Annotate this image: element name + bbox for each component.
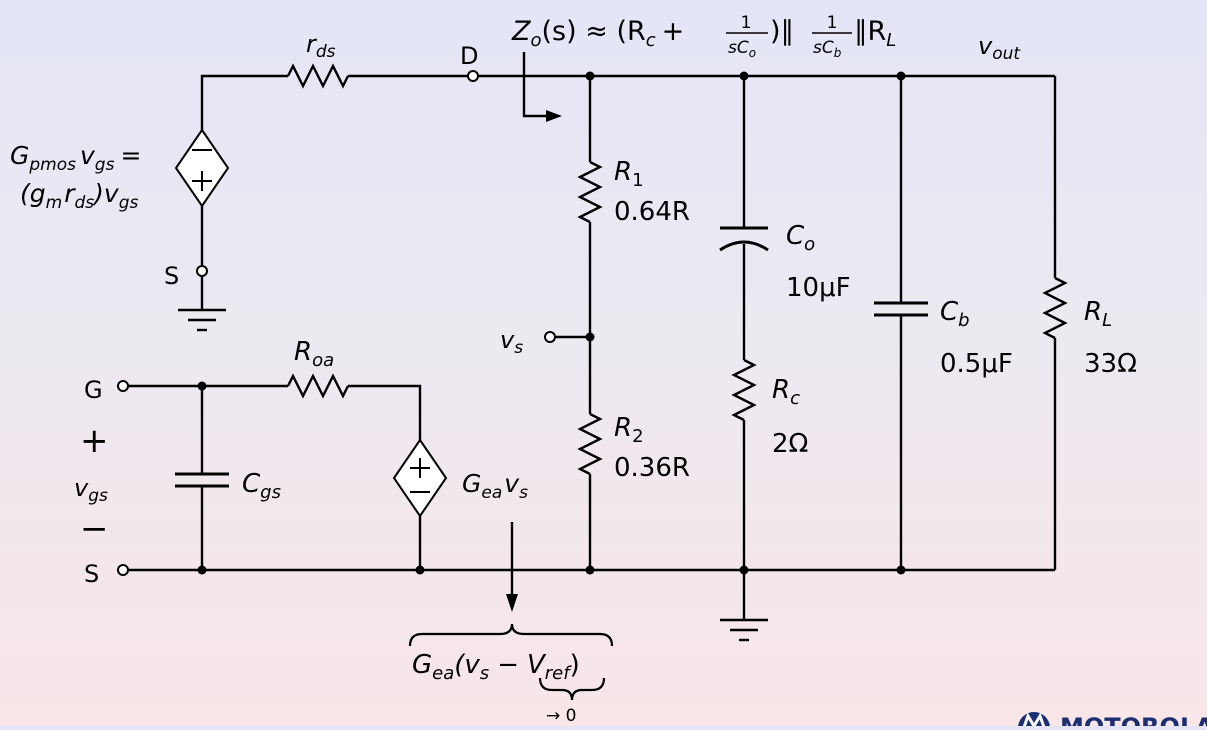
svg-text:1: 1 <box>827 13 838 33</box>
ea-dependent-source <box>392 438 448 518</box>
svg-text:∥RL: ∥RL <box>854 16 896 51</box>
rds-label: rds <box>306 30 336 62</box>
r2-resistor <box>577 412 603 476</box>
cgs-label: Cgs <box>242 469 281 503</box>
source-terminal-bottom <box>117 564 129 576</box>
wires <box>128 74 1057 620</box>
ground-symbol <box>720 618 768 642</box>
vs-terminal <box>544 331 556 343</box>
svg-text:)∥: )∥ <box>770 16 794 47</box>
co-label: Co <box>786 221 815 255</box>
rl-value: 33Ω <box>1084 349 1137 379</box>
gate-terminal <box>117 380 129 392</box>
rl-resistor <box>1042 276 1068 340</box>
cgs-capacitor <box>175 472 229 488</box>
limit-label: → 0 <box>546 706 576 726</box>
rc-resistor <box>731 358 757 422</box>
rc-value: 2Ω <box>772 429 808 459</box>
vgs-plus: + <box>80 421 109 461</box>
r1-label: R1 <box>614 157 644 191</box>
r2-label: R2 <box>614 413 644 447</box>
underbrace <box>538 677 606 701</box>
rds-resistor <box>286 63 350 89</box>
vgs-minus: − <box>80 509 109 549</box>
motorola-logo: MOTOROLA <box>1018 712 1207 730</box>
svg-text:1: 1 <box>741 13 752 33</box>
impedance-arrow <box>522 52 562 122</box>
overbrace <box>408 623 614 647</box>
roa-resistor <box>286 373 350 399</box>
ea-output-arrow <box>506 522 518 612</box>
pmos-dependent-source <box>174 128 230 208</box>
ea-source-label: Geavs <box>462 469 528 503</box>
svg-text:Zo(s) ≈ (Rc+: Zo(s) ≈ (Rc+ <box>511 16 684 51</box>
r1-resistor <box>577 160 603 224</box>
cb-label: Cb <box>940 297 970 331</box>
svg-text:sCo: sCo <box>728 38 756 60</box>
roa-label: Roa <box>294 337 334 371</box>
vout-label: vout <box>978 32 1021 64</box>
rc-label: Rc <box>772 375 800 409</box>
co-value: 10μF <box>786 273 851 303</box>
vs-node-label: vs <box>500 326 523 358</box>
source-terminal <box>196 265 208 277</box>
co-capacitor <box>719 226 769 252</box>
pmos-source-label-2: (gmrds)vgs <box>20 179 138 213</box>
impedance-formula: Zo(s) ≈ (Rc+ 1 sCo )∥ 1 sCb ∥RL <box>511 13 896 60</box>
r1-value: 0.64R <box>614 197 690 227</box>
open-terminals <box>117 70 556 576</box>
gate-label: G <box>84 376 103 404</box>
ea-output-expression: Gea(vs−Vref) <box>412 650 580 684</box>
rl-label: RL <box>1084 297 1112 331</box>
source-label-bottom: S <box>84 560 99 588</box>
cb-capacitor <box>874 301 928 317</box>
svg-text:MOTOROLA: MOTOROLA <box>1060 713 1207 726</box>
junction-dots <box>197 71 906 575</box>
cb-value: 0.5μF <box>940 349 1013 379</box>
svg-text:sCb: sCb <box>813 38 842 60</box>
ground-symbol <box>178 308 226 332</box>
vgs-label: vgs <box>74 474 108 506</box>
source-label: S <box>164 262 179 290</box>
drain-label: D <box>460 42 478 70</box>
drain-terminal <box>467 70 479 82</box>
r2-value: 0.36R <box>614 453 690 483</box>
